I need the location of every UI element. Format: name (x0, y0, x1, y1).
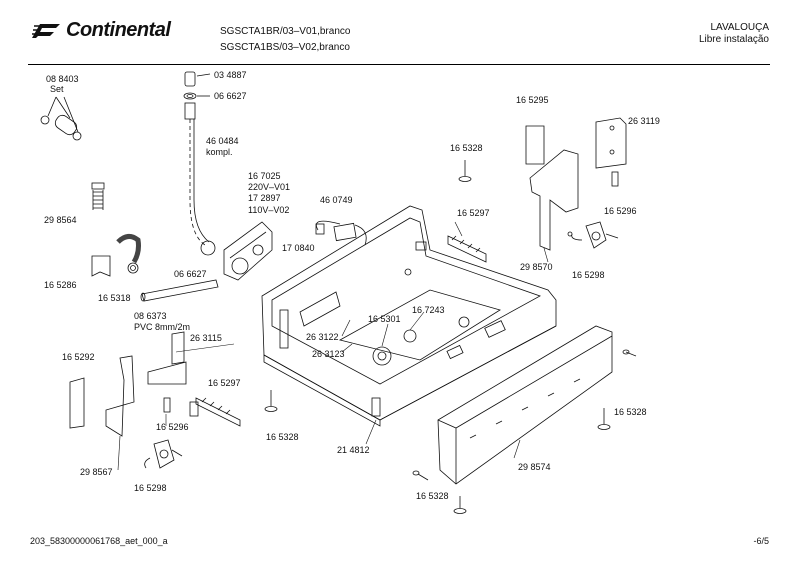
part-label: 16 5328 (416, 491, 449, 501)
slide-rail-part (447, 235, 487, 263)
slide-rail-part (189, 397, 241, 427)
part-label: Set (50, 84, 64, 94)
model-line-2: SGSCTA1BS/03–V02,branco (220, 42, 350, 53)
pvc-tube-part (140, 279, 219, 302)
part-label: 16 5298 (572, 270, 605, 280)
part-label: 46 0749 (320, 195, 353, 205)
document-id: 203_58300000061768_aet_000_a (30, 536, 168, 546)
header-rule (28, 64, 770, 65)
continental-horse-icon (32, 24, 60, 38)
part-label: 06 6627 (174, 269, 207, 279)
part-label: 16 7243 (412, 305, 445, 315)
part-label: 29 8570 (520, 262, 553, 272)
part-label: 16 5328 (266, 432, 299, 442)
right-bracket-part (525, 117, 627, 251)
part-label: 110V–V02 (248, 205, 290, 215)
document-title: LAVALOUÇA (710, 22, 769, 33)
part-label: 17 2897 (248, 193, 281, 203)
part-label: 220V–V01 (248, 182, 291, 192)
inlet-hose-part (183, 71, 216, 256)
part-label: 29 8564 (44, 215, 77, 225)
part-label: kompl. (206, 147, 233, 157)
part-label: 06 6627 (214, 91, 247, 101)
part-label: 03 4887 (214, 70, 247, 80)
left-bracket-part (69, 331, 187, 437)
part-label: 26 3122 (306, 332, 339, 342)
part-label: 46 0484 (206, 136, 239, 146)
part-label: 16 5318 (98, 293, 131, 303)
part-label: 21 4812 (337, 445, 370, 455)
part-label: 26 3115 (190, 333, 222, 343)
part-label: 16 5296 (156, 422, 189, 432)
part-label: 29 8574 (518, 462, 551, 472)
part-label: 16 5301 (368, 314, 401, 324)
plinth-panel-part (437, 325, 613, 485)
part-label: 26 3119 (628, 116, 660, 126)
part-label: 16 5292 (62, 352, 95, 362)
cable-part (315, 220, 367, 246)
base-frame-part (261, 205, 557, 427)
part-label: 17 0840 (282, 243, 315, 253)
part-label: PVC 8mm/2m (134, 322, 191, 332)
part-label: 26 3123 (312, 349, 345, 359)
part-label: 08 6373 (134, 311, 167, 321)
hinge-part (567, 221, 619, 249)
part-label: 16 7025 (248, 171, 281, 181)
hose-clamp-set-part (40, 96, 82, 141)
flow-heater-part (223, 221, 273, 281)
part-label: 16 5328 (450, 143, 483, 153)
part-label: 16 5286 (44, 280, 77, 290)
part-label: 16 5328 (614, 407, 647, 417)
brand-name: Continental (66, 19, 171, 41)
part-label: 16 5297 (457, 208, 490, 218)
part-label: 29 8567 (80, 467, 113, 477)
brand-logo: Continental (30, 19, 200, 46)
page-number: -6/5 (753, 536, 769, 546)
part-label: 16 5297 (208, 378, 241, 388)
spring-part (91, 182, 105, 210)
part-label: 16 5295 (516, 95, 549, 105)
part-label: 16 5298 (134, 483, 167, 493)
screw-part (264, 160, 637, 514)
model-line-1: SGSCTA1BR/03–V01,branco (220, 26, 351, 37)
document-subtitle: Libre instalação (698, 34, 769, 45)
part-label: 16 5296 (604, 206, 637, 216)
part-label: 08 8403 (46, 74, 79, 84)
drain-hose-part (91, 234, 141, 277)
hinge-part (144, 439, 183, 469)
